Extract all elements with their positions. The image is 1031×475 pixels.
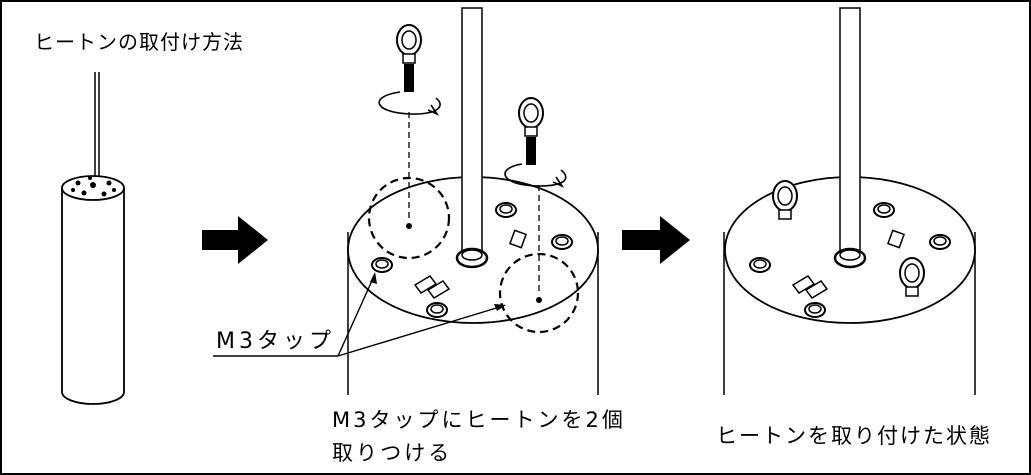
step1-cylinder: [61, 72, 125, 405]
right-arrow-icon: [202, 216, 268, 264]
callout-leaders: [213, 272, 506, 357]
rotate-icon: [378, 91, 441, 115]
step3-cylinder: [723, 7, 976, 395]
step2-caption-line1: M3タップにヒートンを2個: [332, 408, 626, 432]
step3-caption: ヒートンを取り付けた状態: [716, 424, 992, 448]
page-title: ヒートンの取付け方法: [34, 30, 244, 54]
rotate-icon: [504, 163, 567, 187]
step2-caption-line2: 取りつける: [332, 441, 453, 465]
m3-tap-callout: M3タップ: [216, 329, 335, 354]
eye-bolt-icon: [518, 97, 544, 165]
right-arrow-icon: [622, 216, 690, 264]
step2-cylinder: [347, 7, 599, 395]
eye-bolt-icon: [396, 24, 422, 92]
